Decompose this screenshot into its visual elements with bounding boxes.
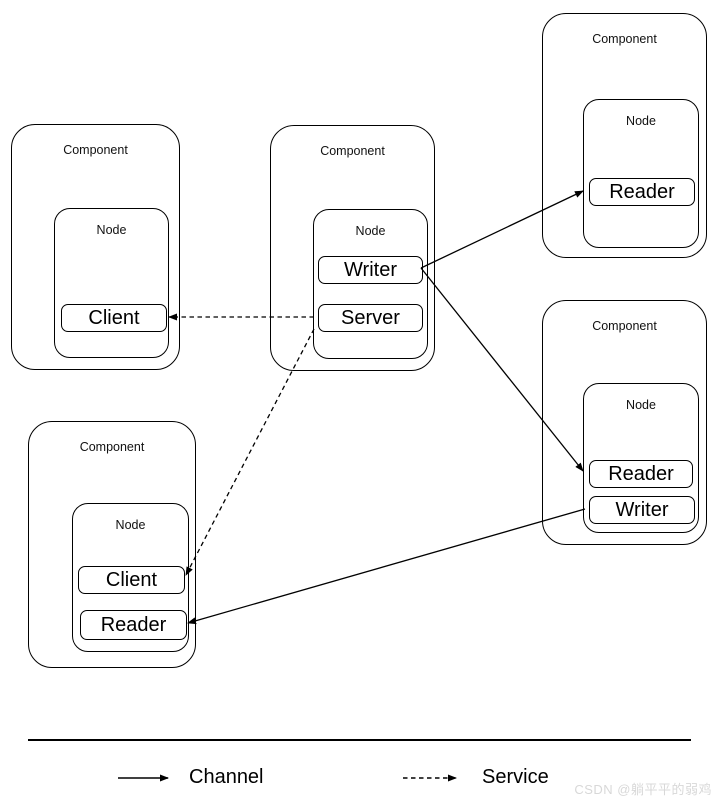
- component-label: Component: [79, 440, 145, 454]
- node-label: Node: [626, 114, 656, 128]
- node-center: Node Writer Server: [313, 209, 428, 359]
- component-top-right: Component Node Reader: [542, 13, 707, 258]
- component-center: Component Node Writer Server: [270, 125, 435, 371]
- endpoint-writer-right: Writer: [589, 496, 695, 524]
- node-label: Node: [355, 224, 386, 238]
- node-left: Node Client: [54, 208, 169, 358]
- component-label: Component: [320, 144, 385, 158]
- endpoint-reader-top-right: Reader: [589, 178, 695, 206]
- node-right: Node Reader Writer: [583, 383, 699, 533]
- endpoint-client-left: Client: [61, 304, 167, 332]
- endpoint-client-bottom-left: Client: [78, 566, 185, 594]
- node-bottom-left: Node Client Reader: [72, 503, 189, 652]
- endpoint-server-center: Server: [318, 304, 423, 332]
- component-left: Component Node Client: [11, 124, 180, 370]
- component-right: Component Node Reader Writer: [542, 300, 707, 545]
- endpoint-writer-center: Writer: [318, 256, 423, 284]
- component-label: Component: [63, 143, 128, 157]
- endpoint-reader-right: Reader: [589, 460, 693, 488]
- node-top-right: Node Reader: [583, 99, 699, 248]
- node-label: Node: [115, 518, 146, 532]
- watermark: CSDN @躺平平的弱鸡: [574, 782, 712, 797]
- legend-service-label: Service: [482, 766, 549, 788]
- node-label: Node: [96, 223, 127, 237]
- legend-channel-label: Channel: [189, 766, 264, 788]
- component-label: Component: [592, 319, 657, 333]
- component-bottom-left: Component Node Client Reader: [28, 421, 196, 668]
- component-label: Component: [592, 32, 657, 46]
- node-label: Node: [626, 398, 656, 412]
- channel-arrow-rightwriter-to-bottomleft-reader: [187, 508, 586, 625]
- endpoint-reader-bottom-left: Reader: [80, 610, 187, 640]
